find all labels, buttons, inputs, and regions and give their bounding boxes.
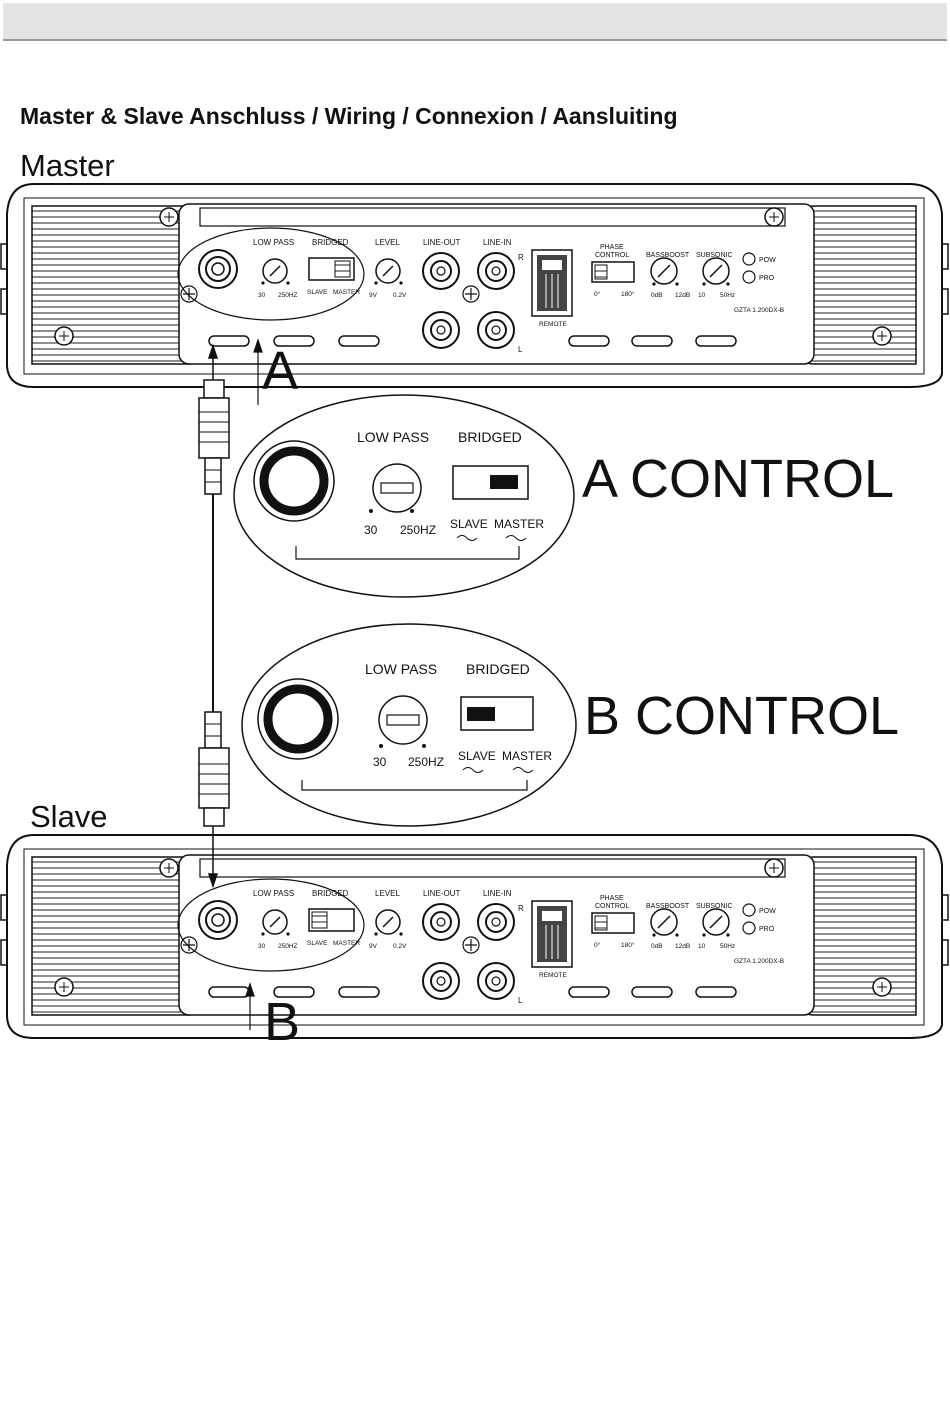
bridged-label: BRIDGED bbox=[312, 238, 349, 247]
control-label: CONTROL bbox=[595, 903, 629, 910]
slave-label: Slave bbox=[30, 799, 108, 834]
a-master-label: MASTER bbox=[494, 517, 544, 531]
subsonic-label: SUBSONIC bbox=[696, 903, 733, 910]
low-pass-label: LOW PASS bbox=[253, 889, 294, 898]
amplifier-panel: LOW PASS BRIDGED LEVEL LINE-OUT LINE-IN … bbox=[0, 834, 949, 1039]
master-mark-label: MASTER bbox=[333, 940, 360, 947]
a-slave-label: SLAVE bbox=[450, 517, 488, 531]
a-bridged-label: BRIDGED bbox=[458, 429, 522, 445]
level-min-label: 9V bbox=[369, 292, 378, 299]
pow-label: POW bbox=[759, 908, 776, 915]
low-pass-label: LOW PASS bbox=[253, 238, 294, 247]
left-channel-label: L bbox=[518, 996, 523, 1005]
sub-max-label: 50Hz bbox=[720, 943, 735, 950]
a-low-pass-label: LOW PASS bbox=[357, 429, 429, 445]
master-amplifier: LOW PASS BRIDGED LEVEL LINE-OUT LINE-IN … bbox=[0, 183, 949, 388]
top-header-bar bbox=[3, 3, 947, 41]
bb-min-label: 0dB bbox=[651, 943, 663, 950]
bassboost-label: BASSBOOST bbox=[646, 252, 690, 259]
line-out-label: LINE-OUT bbox=[423, 889, 460, 898]
slave-mark-label: SLAVE bbox=[307, 289, 328, 296]
slave-amplifier: LOW PASS BRIDGED LEVEL LINE-OUT LINE-IN … bbox=[0, 834, 949, 1039]
b-switch-position bbox=[467, 707, 495, 721]
remote-label: REMOTE bbox=[539, 972, 567, 979]
phase-max-label: 180° bbox=[621, 941, 635, 949]
pro-label: PRO bbox=[759, 926, 775, 933]
bridged-label: BRIDGED bbox=[312, 889, 349, 898]
amplifier-panel: LOW PASS BRIDGED LEVEL LINE-OUT LINE-IN … bbox=[0, 183, 949, 388]
a-lp-max-label: 250HZ bbox=[400, 523, 436, 537]
a-switch-position bbox=[490, 475, 518, 489]
sub-min-label: 10 bbox=[698, 292, 706, 299]
lp-min-label: 30 bbox=[258, 943, 266, 950]
b-lp-min-label: 30 bbox=[373, 755, 387, 769]
callout-arrows bbox=[245, 338, 263, 1030]
sub-max-label: 50Hz bbox=[720, 292, 735, 299]
a-control-detail bbox=[233, 394, 575, 598]
model-label: GZTA 1.200DX-B bbox=[734, 958, 784, 965]
left-channel-label: L bbox=[518, 345, 523, 354]
phase-min-label: 0° bbox=[594, 941, 601, 949]
level-label: LEVEL bbox=[375, 889, 400, 898]
lp-max-label: 250HZ bbox=[278, 943, 298, 950]
bb-max-label: 12dB bbox=[675, 943, 690, 950]
slave-mark-label: SLAVE bbox=[307, 940, 328, 947]
right-channel-label: R bbox=[518, 904, 524, 913]
bassboost-label: BASSBOOST bbox=[646, 903, 690, 910]
master-label: Master bbox=[20, 148, 115, 183]
cable-ribs bbox=[199, 411, 229, 795]
a-lp-min-label: 30 bbox=[364, 523, 378, 537]
sub-min-label: 10 bbox=[698, 943, 706, 950]
bb-min-label: 0dB bbox=[651, 292, 663, 299]
master-mark-label: MASTER bbox=[333, 289, 360, 296]
callout-b: B bbox=[264, 992, 300, 1052]
phase-label: PHASE bbox=[600, 244, 624, 251]
model-label: GZTA 1.200DX-B bbox=[734, 307, 784, 314]
subsonic-label: SUBSONIC bbox=[696, 252, 733, 259]
lp-min-label: 30 bbox=[258, 292, 266, 299]
b-low-pass-label: LOW PASS bbox=[365, 661, 437, 677]
callout-a: A bbox=[262, 341, 298, 401]
a-control-label: A CONTROL bbox=[582, 449, 894, 509]
level-max-label: 0.2V bbox=[393, 292, 407, 299]
rca-cable bbox=[198, 343, 230, 889]
b-control-label: B CONTROL bbox=[584, 686, 899, 746]
b-slave-label: SLAVE bbox=[458, 749, 496, 763]
b-control-detail bbox=[241, 623, 577, 827]
bb-max-label: 12dB bbox=[675, 292, 690, 299]
right-channel-label: R bbox=[518, 253, 524, 262]
phase-min-label: 0° bbox=[594, 290, 601, 298]
b-master-label: MASTER bbox=[502, 749, 552, 763]
remote-label: REMOTE bbox=[539, 321, 567, 328]
line-in-label: LINE-IN bbox=[483, 889, 512, 898]
level-min-label: 9V bbox=[369, 943, 378, 950]
page-title: Master & Slave Anschluss / Wiring / Conn… bbox=[20, 103, 678, 129]
b-lp-max-label: 250HZ bbox=[408, 755, 444, 769]
phase-label: PHASE bbox=[600, 895, 624, 902]
lp-max-label: 250HZ bbox=[278, 292, 298, 299]
level-max-label: 0.2V bbox=[393, 943, 407, 950]
phase-max-label: 180° bbox=[621, 290, 635, 298]
b-bridged-label: BRIDGED bbox=[466, 661, 530, 677]
line-out-label: LINE-OUT bbox=[423, 238, 460, 247]
line-in-label: LINE-IN bbox=[483, 238, 512, 247]
control-label: CONTROL bbox=[595, 252, 629, 259]
pro-label: PRO bbox=[759, 275, 775, 282]
level-label: LEVEL bbox=[375, 238, 400, 247]
pow-label: POW bbox=[759, 257, 776, 264]
